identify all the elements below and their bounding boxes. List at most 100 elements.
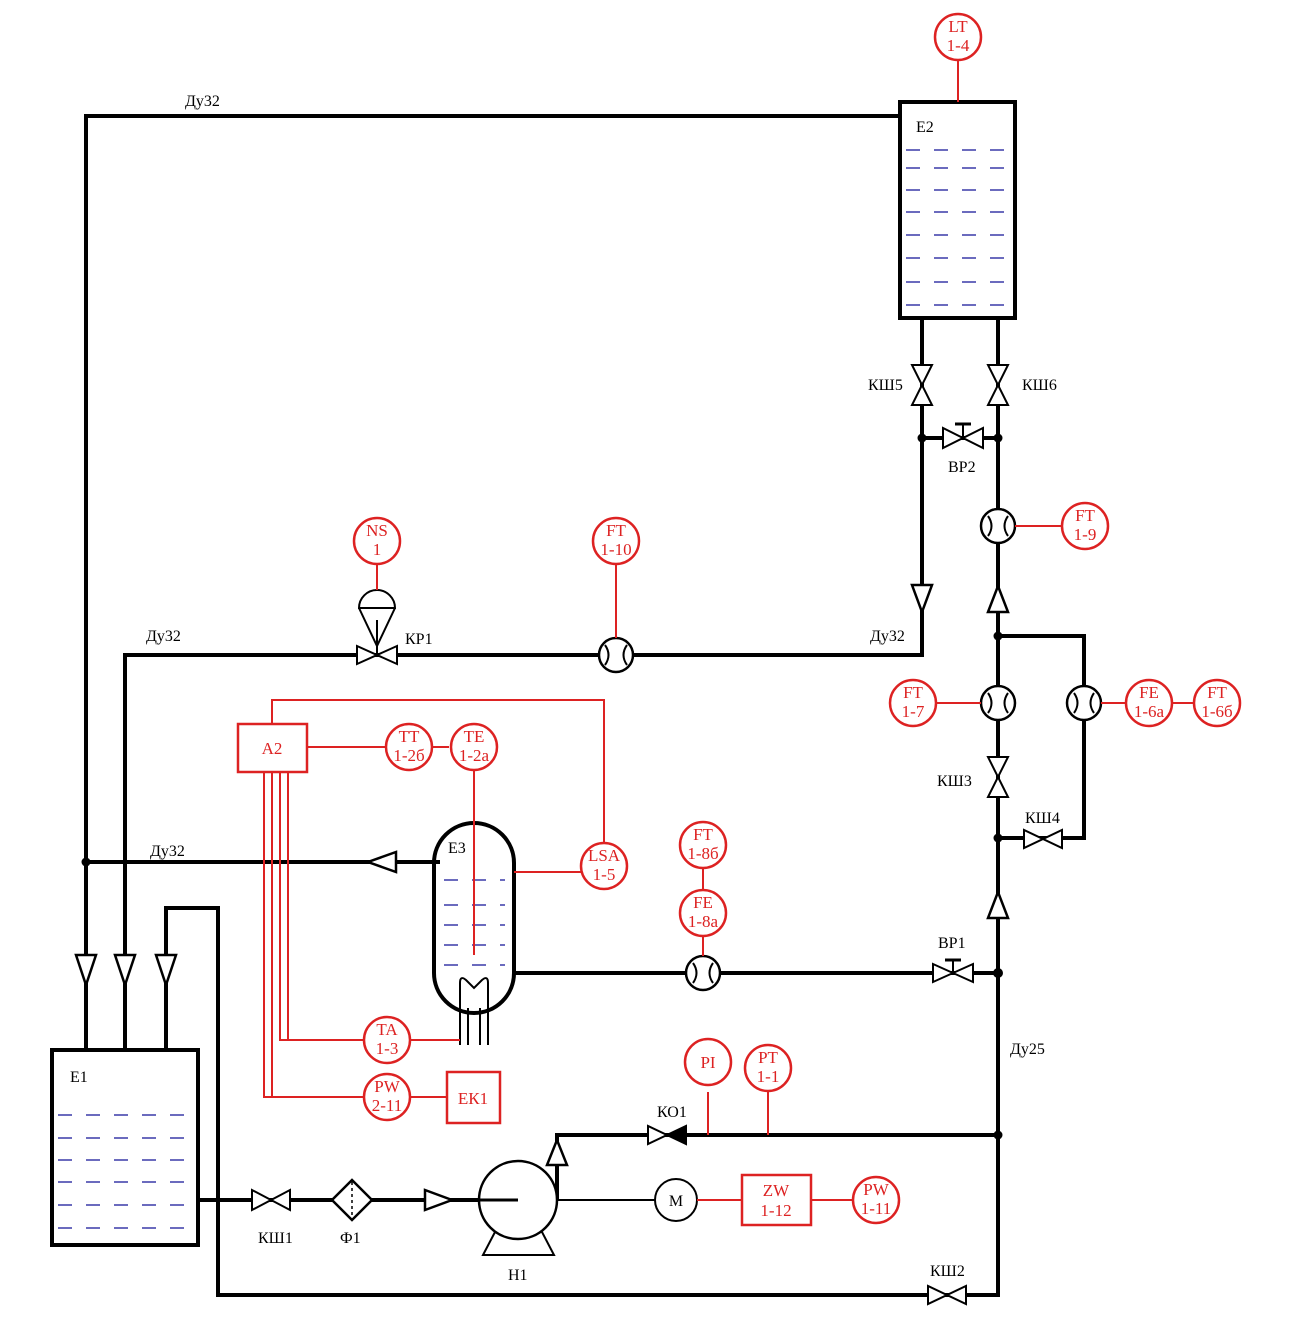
pipe-label: Ду32 — [146, 628, 181, 645]
arrow-up-icon — [986, 582, 1010, 614]
arrow-left-icon — [364, 850, 398, 874]
svg-text:LT: LT — [948, 17, 968, 36]
junctions — [81, 433, 1003, 1140]
svg-text:1-1: 1-1 — [757, 1067, 780, 1086]
flowmeter-ft19 — [979, 507, 1017, 545]
svg-text:1-2а: 1-2а — [459, 746, 490, 765]
valve-label: ВР1 — [938, 935, 966, 952]
arrow-down-icon — [154, 953, 178, 989]
power-unit-zw-1-12: ZW 1-12 — [740, 1173, 813, 1227]
heater-ek1: ЕК1 — [445, 1070, 502, 1125]
pipe-right-riser — [164, 320, 1000, 1297]
svg-text:1-8б: 1-8б — [687, 844, 718, 863]
motor: М — [654, 1178, 698, 1222]
filter-label: Ф1 — [340, 1230, 361, 1247]
svg-text:1: 1 — [373, 540, 382, 559]
arrow-down-icon — [910, 583, 934, 616]
svg-text:TA: TA — [376, 1020, 398, 1039]
tank-e1-label: Е1 — [70, 1069, 88, 1086]
svg-text:FT: FT — [693, 825, 713, 844]
pipe-pump-discharge — [555, 1133, 998, 1200]
valve-label: ВР2 — [948, 459, 976, 476]
instrument-lt-1-4: LT 1-4 — [933, 12, 983, 62]
instrument-fe-1-6a: FE 1-6а — [1124, 678, 1174, 728]
svg-text:А2: А2 — [262, 739, 283, 758]
svg-text:PT: PT — [758, 1048, 778, 1067]
pump-label: Н1 — [508, 1267, 528, 1284]
valve-ksh1 — [251, 1188, 291, 1212]
svg-text:1-8а: 1-8а — [688, 912, 719, 931]
svg-text:2-11: 2-11 — [372, 1096, 403, 1115]
valve-ksh4 — [1023, 828, 1063, 850]
valve-ksh2 — [927, 1284, 967, 1306]
flowmeter-fe18a — [684, 954, 722, 992]
valve-ksh6 — [986, 364, 1010, 406]
labels: Ду32 Ду32 Ду32 Ду32 Ду25 КШ5 КШ6 ВР2 КР1… — [146, 93, 1060, 1284]
pump-h1 — [477, 1159, 559, 1256]
valve-label: КШ2 — [930, 1263, 965, 1280]
svg-text:LSA: LSA — [588, 846, 621, 865]
instrument-ft-1-10: FT 1-10 — [591, 516, 641, 566]
instrument-ft-1-9: FT 1-9 — [1060, 501, 1110, 551]
svg-text:PW: PW — [863, 1180, 889, 1199]
svg-text:FT: FT — [1075, 506, 1095, 525]
filter-f1 — [330, 1178, 374, 1222]
svg-text:1-5: 1-5 — [593, 865, 616, 884]
svg-text:PW: PW — [374, 1077, 400, 1096]
instrument-pw-1-11: PW 1-11 — [851, 1175, 901, 1225]
instrument-ns-1: NS 1 — [352, 516, 402, 566]
valve-label: КР1 — [405, 631, 433, 648]
svg-text:FE: FE — [1139, 683, 1159, 702]
tank-e3-label: Е3 — [448, 840, 466, 857]
svg-text:FT: FT — [1207, 683, 1227, 702]
valve-ksh3 — [986, 756, 1010, 798]
svg-text:1-11: 1-11 — [861, 1199, 892, 1218]
pipe-label: Ду25 — [1010, 1041, 1045, 1058]
svg-text:1-6а: 1-6а — [1134, 702, 1165, 721]
instrument-ta-1-3: TA 1-3 — [362, 1015, 412, 1065]
valve-vr1 — [932, 958, 974, 984]
valve-label: КШ3 — [937, 773, 972, 790]
svg-text:NS: NS — [366, 521, 388, 540]
instrument-ft-1-8b: FT 1-8б — [678, 820, 728, 870]
svg-text:TE: TE — [464, 727, 485, 746]
pipe-kr1-line — [123, 320, 924, 1050]
svg-text:1-7: 1-7 — [902, 702, 925, 721]
instrument-pt-1-1: PT 1-1 — [743, 1043, 793, 1093]
valves — [251, 364, 1063, 1306]
svg-text:FT: FT — [903, 683, 923, 702]
svg-text:1-4: 1-4 — [947, 36, 970, 55]
svg-text:1-3: 1-3 — [376, 1039, 399, 1058]
arrow-down-icon — [113, 953, 137, 989]
flow-meters — [597, 507, 1103, 992]
pipe-label: Ду32 — [185, 93, 220, 110]
instrument-ft-1-6b: FT 1-6б — [1192, 678, 1242, 728]
valve-label: КШ5 — [868, 377, 903, 394]
svg-text:1-2б: 1-2б — [393, 746, 424, 765]
check-valve-ko1 — [647, 1124, 687, 1146]
valve-label: КШ6 — [1022, 377, 1057, 394]
valve-label: КШ1 — [258, 1230, 293, 1247]
svg-text:1-9: 1-9 — [1074, 525, 1097, 544]
instrument-lines — [263, 60, 1195, 1201]
instrument-pi: PI — [683, 1037, 733, 1087]
motor-label: М — [669, 1193, 683, 1210]
pipe-bypass — [998, 634, 1086, 840]
valve-label: КО1 — [657, 1104, 687, 1121]
instrument-tt-1-2b: TT 1-2б — [384, 722, 434, 772]
svg-text:1-10: 1-10 — [600, 540, 631, 559]
svg-text:FE: FE — [693, 893, 713, 912]
flowmeter-ft17 — [979, 684, 1017, 722]
svg-text:FT: FT — [606, 521, 626, 540]
svg-text:1-12: 1-12 — [760, 1201, 791, 1220]
arrow-up-icon — [545, 1136, 569, 1167]
svg-text:1-6б: 1-6б — [1201, 702, 1232, 721]
arrow-down-icon — [74, 953, 98, 989]
svg-text:TT: TT — [399, 727, 420, 746]
instrument-pw-2-11: PW 2-11 — [362, 1072, 412, 1122]
control-valve-kr1 — [356, 589, 398, 666]
instrument-fe-1-8a: FE 1-8а — [678, 888, 728, 938]
valve-ksh5 — [910, 364, 934, 406]
svg-text:ZW: ZW — [763, 1181, 790, 1200]
